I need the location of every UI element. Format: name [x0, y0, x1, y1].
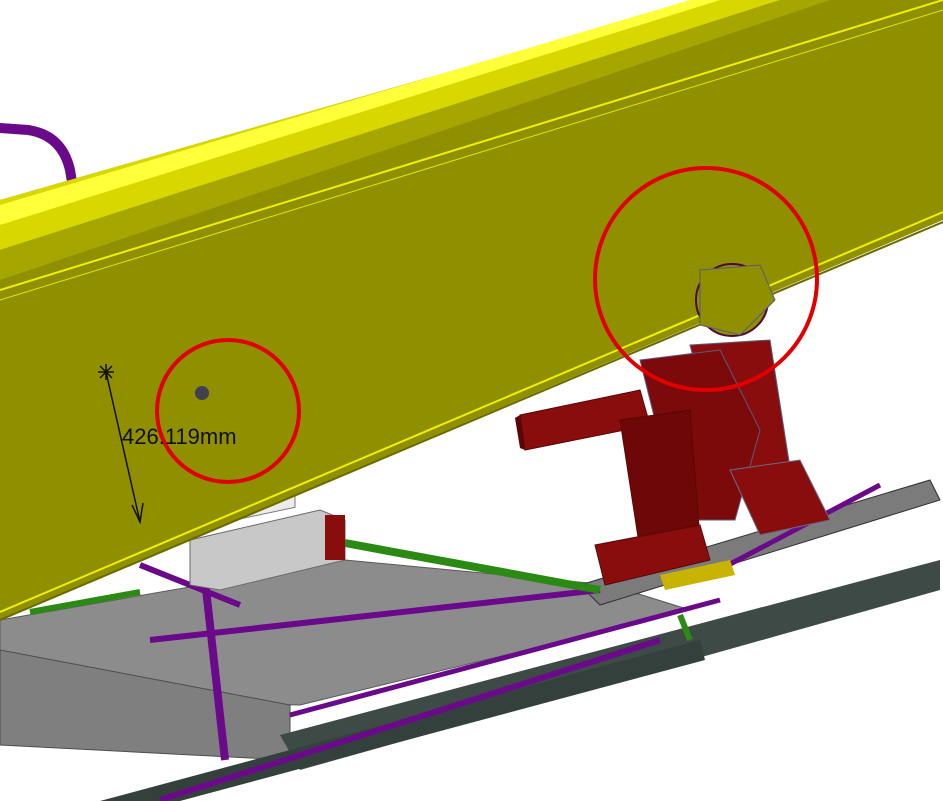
beam-edge-line-2: [0, 9, 943, 301]
green-bar-2[interactable]: [29, 589, 141, 615]
beam-flange-lip[interactable]: [0, 0, 830, 280]
dimension-arrowhead: [131, 502, 144, 525]
beam-bottom-edge: [0, 211, 943, 613]
hole-marker-left[interactable]: [155, 338, 301, 484]
mannequin-head: [699, 264, 776, 336]
purple-rail-2[interactable]: [159, 637, 661, 801]
purple-post[interactable]: [201, 579, 229, 761]
mannequin[interactable]: [515, 264, 831, 590]
measurement-dimension[interactable]: [98, 364, 144, 525]
dimension-line: [105, 371, 141, 523]
red-block[interactable]: [325, 515, 345, 560]
dimension-origin-marker: [98, 364, 114, 380]
mannequin-shin: [594, 524, 711, 586]
beam-bottom-edge-2: [0, 221, 943, 621]
purple-pipe-top[interactable]: [0, 123, 77, 187]
mannequin-arm-side: [515, 415, 525, 450]
mannequin-knee: [729, 459, 831, 536]
green-bar-3[interactable]: [677, 613, 693, 642]
measurement-label: 426.119mm: [122, 424, 237, 449]
hole-marker-right[interactable]: [593, 166, 819, 392]
mannequin-foot-pad: [660, 560, 735, 590]
beam-hole-left[interactable]: [195, 386, 209, 400]
green-bar-1[interactable]: [344, 539, 601, 594]
purple-rail-1[interactable]: [149, 587, 601, 643]
beam-top-highlight[interactable]: [0, 0, 720, 225]
purple-rail-3[interactable]: [289, 597, 721, 718]
beam-edge-line-1: [0, 0, 943, 291]
